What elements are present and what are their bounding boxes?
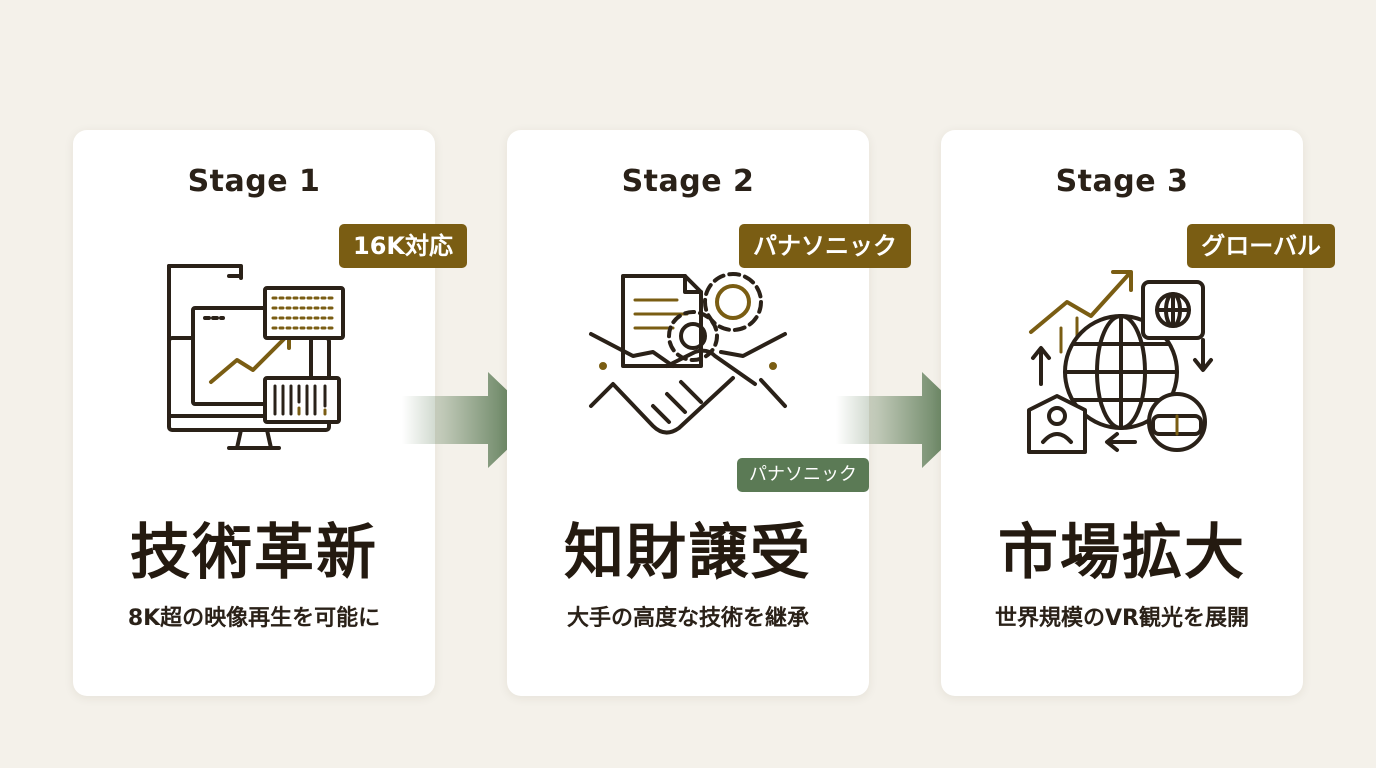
stage-tag: 16K対応 (339, 224, 467, 268)
arrow-right-icon (402, 370, 542, 470)
stage-label: Stage 3 (1055, 164, 1189, 199)
stage-tag-secondary: パナソニック (737, 458, 869, 492)
globe-growth-vr-headset-icon (1017, 256, 1227, 456)
stage-tag: パナソニック (739, 224, 911, 268)
stage-subtitle: 8K超の映像再生を可能に (127, 606, 381, 631)
stage-tag: グローバル (1187, 224, 1335, 268)
stage-headline: 技術革新 (130, 518, 378, 588)
stage-subtitle: 世界規模のVR観光を展開 (995, 606, 1249, 631)
computer-monitors-growth-chart-icon (149, 256, 359, 456)
stage-headline: 知財譲受 (564, 518, 812, 588)
stage-subtitle: 大手の高度な技術を継承 (566, 606, 809, 631)
stage-label: Stage 2 (621, 164, 755, 199)
stage-card-2: Stage 2 パナソニック パナソニック 知財譲受 大手の高度な技術を継承 (507, 130, 911, 696)
arrow-right-icon (836, 370, 976, 470)
stage-card-3: Stage 3 グローバル (941, 130, 1335, 696)
stage-headline: 市場拡大 (998, 518, 1246, 588)
stage-label: Stage 1 (187, 164, 321, 199)
handshake-document-gears-icon (583, 256, 793, 456)
stage-card-1: Stage 1 16K対応 技術革新 8K超の映像再生を可能に (73, 130, 467, 696)
